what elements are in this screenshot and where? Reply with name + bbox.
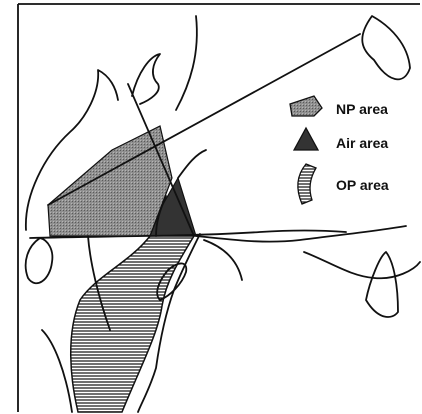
- np-legend-label: NP area: [336, 101, 388, 117]
- op-legend-label: OP area: [336, 177, 389, 193]
- np-legend-swatch: [290, 96, 322, 116]
- air-legend-label: Air area: [336, 135, 388, 151]
- legend: NP area Air area OP area: [290, 96, 389, 204]
- op-legend-swatch: [298, 164, 316, 204]
- op-area-region: [71, 236, 194, 412]
- air-legend-swatch: [294, 128, 318, 150]
